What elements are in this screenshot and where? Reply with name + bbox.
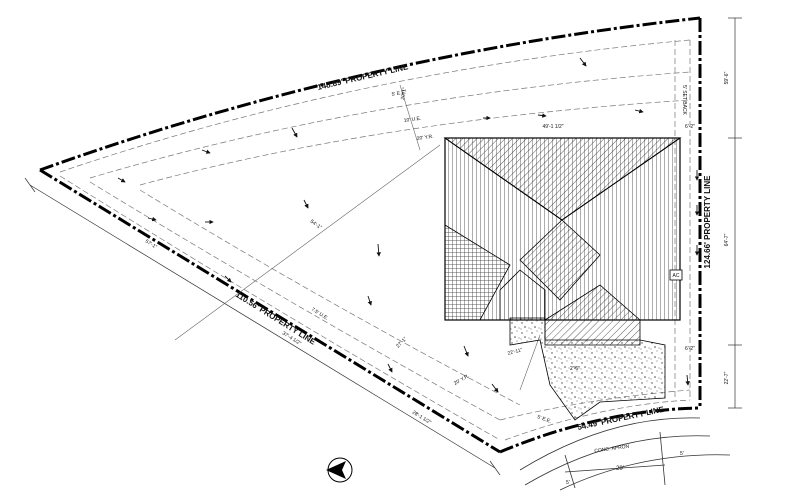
dim-22-11: 22'-11" — [507, 347, 523, 357]
left-dimension-line — [24, 177, 501, 476]
yr-bottom-label: 20' Y.R. — [453, 373, 471, 387]
dim-59-6: 59'-6" — [724, 71, 730, 84]
dim-5-left: 5' — [566, 480, 570, 486]
top-property-line-label: 148.89' PROPERTY LINE — [316, 62, 409, 92]
easement-lines — [59, 39, 691, 441]
dim-6-2-top: 6'-2" — [685, 124, 695, 130]
driveway — [509, 317, 666, 421]
left-property-line-label: 110.56' PROPERTY LINE — [234, 290, 318, 347]
dim-6-2-bottom: 6'-2" — [685, 346, 695, 352]
drainage-arrows — [117, 57, 700, 393]
dim-57-1: 57'-1" — [144, 239, 158, 251]
property-boundary — [39, 16, 702, 454]
dim-54: 54'-1" — [309, 219, 323, 231]
dim-64-7: 64'-7" — [724, 233, 730, 246]
north-arrow-icon — [326, 457, 353, 483]
dim-20-1: 20'-1" — [400, 87, 408, 101]
concrete-apron-label: CONC. APRON — [594, 444, 630, 455]
ue-left-label: 7.5' U.E. — [310, 307, 329, 322]
yr-top-label: 20' Y.R. — [416, 134, 434, 142]
dim-2-6: 2'-6" — [570, 366, 580, 372]
dim-5-right: 5' — [680, 451, 684, 457]
dim-22-7: 22'-7" — [724, 371, 730, 384]
dim-house-width: 49'-1 1/2" — [542, 124, 563, 130]
house-roof-plan — [443, 137, 683, 346]
dim-20-driveway: 20' — [616, 466, 624, 472]
measure-lines — [174, 84, 541, 391]
setback-label: 5' SET BACK — [681, 85, 687, 115]
ee-bottom-label: 5' E.E. — [536, 414, 552, 425]
ee-top-label: 5' E.E. — [391, 90, 406, 98]
dim-27-1: 27'-1" — [395, 336, 408, 349]
ue-top-label: 10' U.E. — [403, 116, 421, 124]
street-apron — [519, 417, 731, 491]
right-property-line-label: 124.66' PROPERTY LINE — [703, 175, 712, 269]
right-dimension-line — [728, 17, 742, 409]
ac-unit-label: AC — [673, 273, 680, 279]
